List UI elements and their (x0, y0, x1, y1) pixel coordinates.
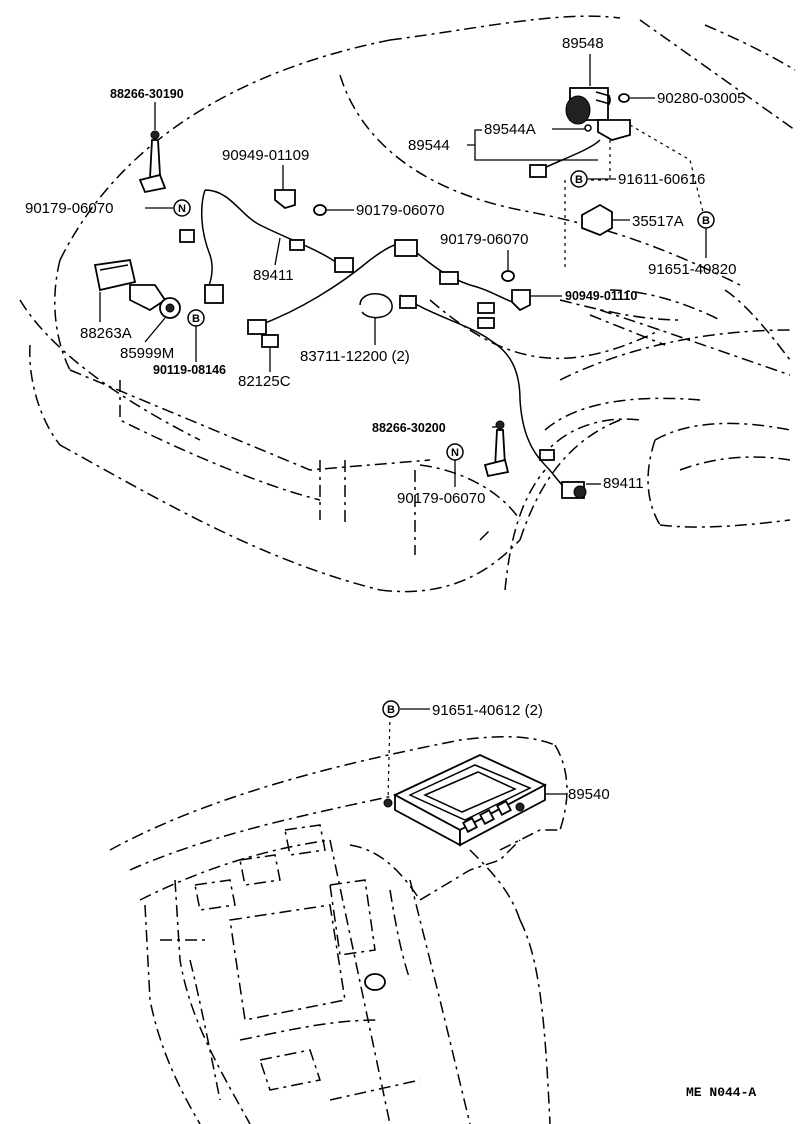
part-main-harness (247, 239, 585, 499)
symbol-b-91651: B (697, 211, 715, 229)
symbol-b-90119: B (187, 309, 205, 327)
symbol-n-lower: N (446, 443, 464, 461)
label-90949-01110: 90949-01110 (530, 289, 637, 303)
svg-text:85999M: 85999M (120, 345, 174, 362)
svg-text:B: B (702, 215, 710, 227)
part-90949-01110-clamp (511, 289, 531, 312)
svg-text:89540: 89540 (568, 786, 610, 803)
svg-text:91611-60616: 91611-60616 (618, 171, 705, 188)
dashboard-outline (109, 714, 568, 1124)
svg-text:90280-03005: 90280-03005 (657, 90, 745, 107)
label-90179-06070-left: 90179-06070 (25, 200, 173, 217)
part-90949-01109-clamp (274, 189, 296, 209)
part-89540-ecu (383, 754, 548, 847)
label-89548: 89548 (562, 35, 604, 86)
svg-text:89411: 89411 (603, 475, 644, 492)
part-83711-clamp (359, 293, 393, 319)
part-90179-nut-upper-mid (313, 204, 327, 216)
svg-text:88266-30190: 88266-30190 (110, 87, 184, 101)
label-35517a: 35517A (612, 213, 684, 230)
part-89548-sensor (565, 87, 611, 125)
svg-text:B: B (575, 174, 583, 186)
svg-text:90179-06070: 90179-06070 (25, 200, 113, 217)
symbol-b-91651-lower: B (382, 700, 400, 718)
svg-text:90179-06070: 90179-06070 (397, 490, 485, 507)
part-85999m-bracket (159, 297, 181, 319)
part-90179-nut-right (501, 270, 515, 282)
svg-text:82125C: 82125C (238, 373, 291, 390)
label-90179-06070-mid: 90179-06070 (327, 202, 444, 219)
label-82125c: 82125C (238, 348, 291, 390)
label-90179-06070-right: 90179-06070 (440, 231, 528, 270)
part-35517a-bracket (581, 203, 613, 236)
svg-text:N: N (178, 203, 186, 215)
svg-text:90949-01110: 90949-01110 (565, 289, 637, 303)
part-89411-harness-left (179, 189, 354, 304)
part-88266-30190-ground (138, 130, 167, 194)
svg-text:83711-12200 (2): 83711-12200 (2) (300, 348, 410, 365)
symbol-n-left: N (173, 199, 191, 217)
part-90280-bolt (618, 93, 630, 103)
svg-text:88263A: 88263A (80, 325, 132, 342)
part-89544-sensor-bracket (529, 119, 706, 270)
svg-text:90179-06070: 90179-06070 (356, 202, 444, 219)
label-91611-60616: 91611-60616 (588, 171, 705, 188)
label-91651-40612: 91651-40612 (2) (400, 702, 543, 719)
label-89540: 89540 (545, 786, 610, 803)
svg-text:91651-40820: 91651-40820 (648, 261, 736, 278)
label-90949-01109: 90949-01109 (222, 147, 309, 190)
symbol-b-91611: B (570, 170, 588, 188)
svg-text:89544: 89544 (408, 137, 450, 154)
svg-text:91651-40612 (2): 91651-40612 (2) (432, 702, 543, 719)
svg-text:90119-08146: 90119-08146 (153, 363, 226, 377)
label-85999m: 85999M (120, 317, 174, 362)
svg-text:35517A: 35517A (632, 213, 684, 230)
svg-text:B: B (192, 313, 200, 325)
label-90119-08146: 90119-08146 (153, 326, 226, 377)
svg-text:88266-30200: 88266-30200 (372, 421, 446, 435)
label-88263a: 88263A (80, 292, 132, 342)
label-89544: 89544 (408, 129, 598, 161)
label-90179-06070-lower: 90179-06070 (397, 460, 485, 507)
diagram-code: ME N044-A (686, 1085, 756, 1100)
label-88266-30200: 88266-30200 (372, 421, 496, 435)
svg-text:90179-06070: 90179-06070 (440, 231, 528, 248)
svg-text:89411: 89411 (253, 267, 294, 284)
label-89544a: 89544A (484, 121, 585, 138)
svg-text:ME N044-A: ME N044-A (686, 1085, 756, 1100)
svg-text:90949-01109: 90949-01109 (222, 147, 309, 164)
svg-text:B: B (387, 704, 395, 716)
svg-text:89544A: 89544A (484, 121, 536, 138)
svg-text:N: N (451, 447, 459, 459)
svg-text:89548: 89548 (562, 35, 604, 52)
part-89411-sensor-right (573, 485, 587, 499)
label-89411-lower: 89411 (586, 475, 644, 492)
label-91651-40820: 91651-40820 (648, 228, 736, 278)
dashboard-knob (364, 973, 386, 991)
label-88266-30190: 88266-30190 (110, 87, 184, 130)
label-90280-03005: 90280-03005 (630, 90, 745, 107)
label-89411-upper: 89411 (253, 237, 294, 284)
part-88266-30200-ground (483, 420, 510, 478)
label-83711-12200: 83711-12200 (2) (300, 318, 410, 365)
part-88263a-module (93, 258, 167, 312)
